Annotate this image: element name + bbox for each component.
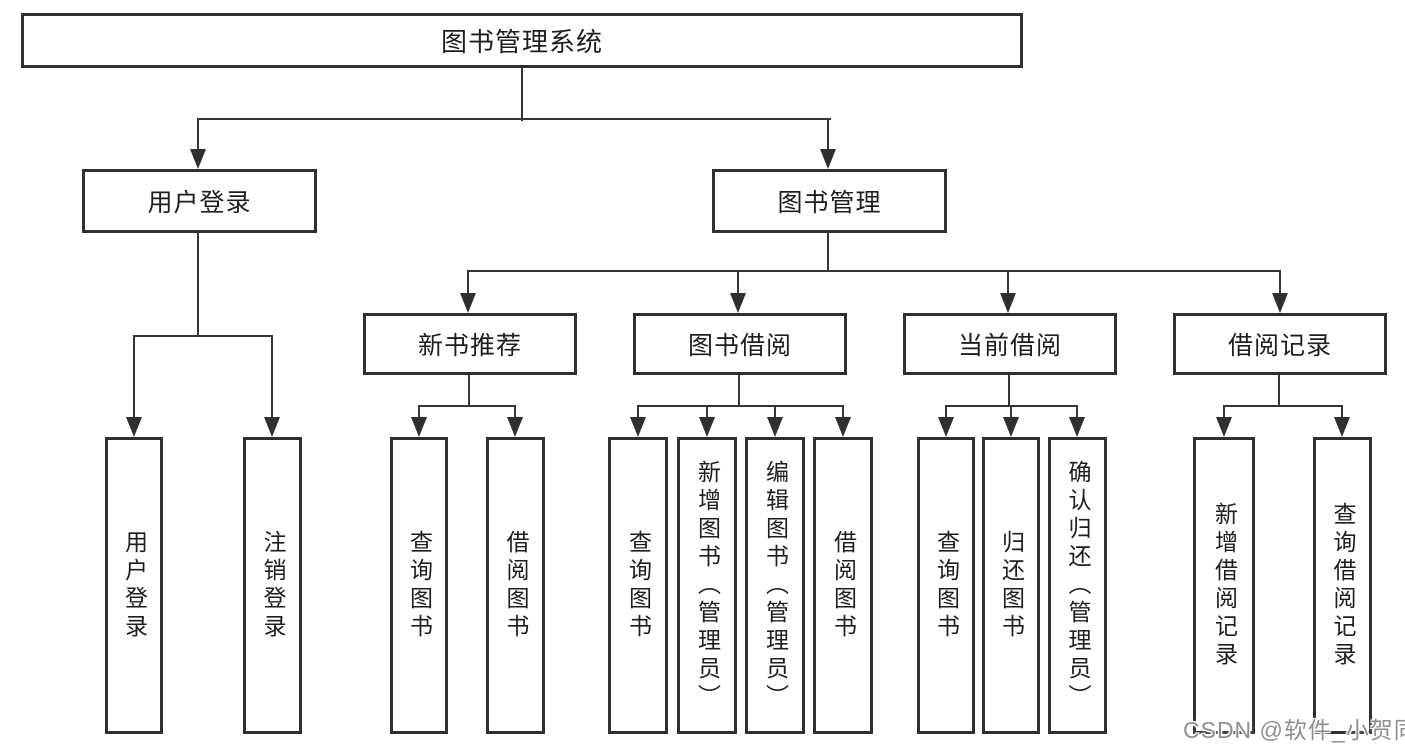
node-book-borrowing: 图书借阅 <box>633 313 847 375</box>
leaf-logout: 注销登录 <box>243 437 302 734</box>
arrowhead <box>1003 417 1019 437</box>
connector-line <box>637 405 639 421</box>
connector-line <box>1278 375 1280 407</box>
arrowhead <box>126 417 142 437</box>
leaf-query-borrow-record: 查询借阅记录 <box>1313 437 1372 734</box>
arrowhead <box>767 417 783 437</box>
arrowhead <box>699 417 715 437</box>
arrowhead <box>630 417 646 437</box>
arrowhead <box>190 149 206 169</box>
node-borrowing-records: 借阅记录 <box>1173 313 1387 375</box>
connector-line <box>738 375 740 407</box>
connector-line <box>197 233 199 337</box>
connector-line <box>774 405 776 421</box>
connector-line <box>827 233 829 272</box>
connector-line <box>1076 405 1078 421</box>
connector-line <box>467 270 469 297</box>
leaf-return-books: 归还图书 <box>982 437 1040 734</box>
connector-line <box>1223 405 1225 421</box>
leaf-query-books-borrowing: 查询图书 <box>608 437 668 734</box>
node-current-borrowing: 当前借阅 <box>903 313 1117 375</box>
connector-line <box>271 335 273 421</box>
node-book-management: 图书管理 <box>712 169 947 233</box>
leaf-edit-books-admin: 编辑图书（管理员） <box>745 437 805 734</box>
arrowhead <box>1334 417 1350 437</box>
connector-line <box>1007 270 1009 297</box>
connector-line <box>1008 375 1010 407</box>
leaf-query-books-recommend: 查询图书 <box>390 437 448 734</box>
connector-line <box>637 405 844 407</box>
arrowhead <box>730 293 746 313</box>
node-new-book-recommend: 新书推荐 <box>363 313 577 375</box>
node-library-management-system: 图书管理系统 <box>21 13 1023 68</box>
connector-line <box>418 405 516 407</box>
connector-line <box>1279 270 1281 297</box>
connector-line <box>521 68 523 121</box>
connector-line <box>133 335 273 337</box>
node-user-login: 用户登录 <box>82 169 317 233</box>
connector-line <box>467 270 1281 272</box>
arrowhead <box>460 293 476 313</box>
arrowhead <box>1216 417 1232 437</box>
leaf-add-borrow-record: 新增借阅记录 <box>1193 437 1255 734</box>
watermark-text: CSDN @软件_小贺同学 <box>1183 717 1405 743</box>
leaf-confirm-return-admin: 确认归还（管理员） <box>1048 437 1107 734</box>
arrowhead <box>938 417 954 437</box>
arrowhead <box>1000 293 1016 313</box>
connector-line <box>133 335 135 421</box>
connector-line <box>827 118 829 153</box>
arrowhead <box>507 417 523 437</box>
leaf-query-books-current: 查询图书 <box>917 437 975 734</box>
leaf-user-login: 用户登录 <box>105 437 163 734</box>
connector-line <box>842 405 844 421</box>
connector-line <box>197 118 831 120</box>
leaf-borrow-books-recommend: 借阅图书 <box>486 437 545 734</box>
arrowhead <box>1069 417 1085 437</box>
arrowhead <box>1272 293 1288 313</box>
arrowhead <box>835 417 851 437</box>
arrowhead <box>411 417 427 437</box>
connector-line <box>514 405 516 421</box>
connector-line <box>1223 405 1343 407</box>
connector-line <box>1341 405 1343 421</box>
connector-line <box>706 405 708 421</box>
arrowhead <box>820 149 836 169</box>
connector-line <box>197 118 199 153</box>
connector-line <box>945 405 947 421</box>
connector-line <box>418 405 420 421</box>
leaf-add-books-admin: 新增图书（管理员） <box>677 437 737 734</box>
connector-line <box>737 270 739 297</box>
arrowhead <box>264 417 280 437</box>
connector-line <box>468 375 470 407</box>
leaf-borrow-books: 借阅图书 <box>813 437 873 734</box>
connector-line <box>1010 405 1012 421</box>
